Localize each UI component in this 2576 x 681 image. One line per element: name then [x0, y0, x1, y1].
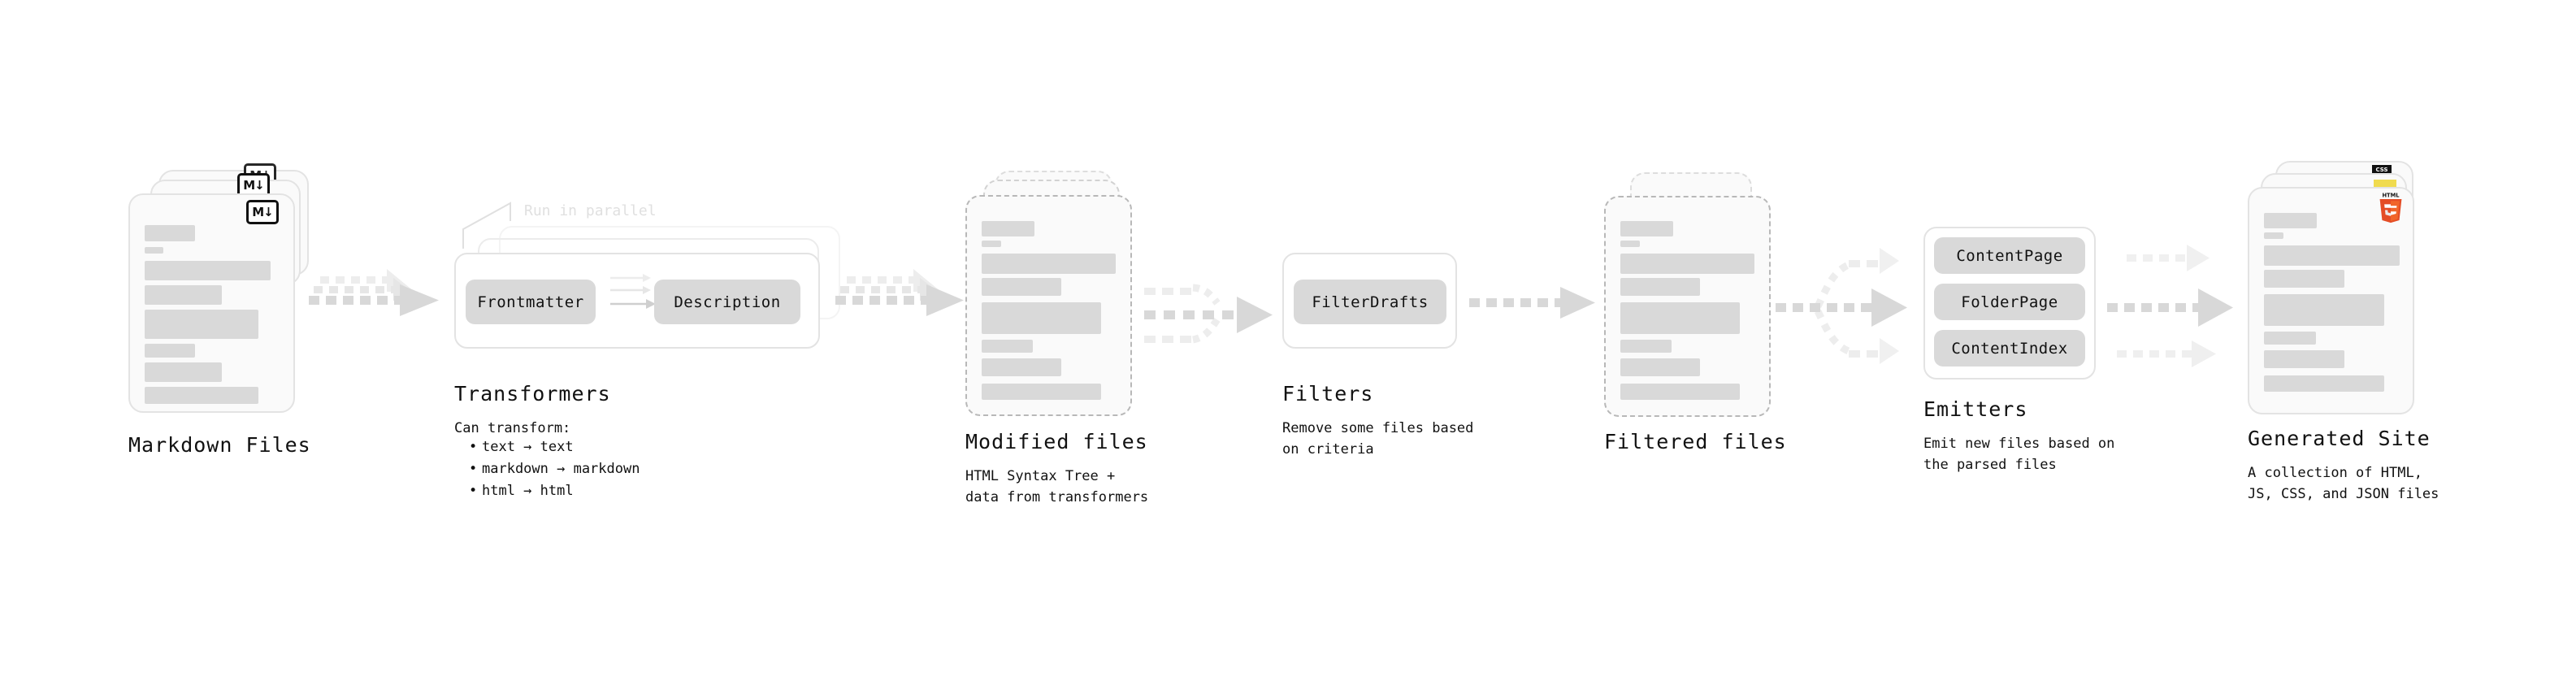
skeleton-bar: [145, 387, 258, 404]
arrow-filtered-to-emitters: [1776, 248, 1907, 364]
list-item: markdown → markdown: [469, 458, 640, 480]
arrow-modified-to-filters: [1144, 284, 1273, 344]
html5-icon: HTML: [2379, 192, 2402, 223]
skeleton-bar: [2264, 375, 2384, 392]
skeleton-bar: [1620, 302, 1740, 334]
markdown-icon: M↓: [246, 200, 279, 224]
skeleton-bar: [145, 285, 222, 305]
transformers-bullet-list: text → text markdown → markdown html → h…: [467, 436, 640, 503]
run-in-parallel-bracket: [462, 202, 511, 249]
skeleton-bar: [982, 254, 1116, 274]
transformers-title: Transformers: [454, 382, 611, 406]
skeleton-bar: [1620, 358, 1700, 376]
skeleton-bar: [2264, 350, 2344, 368]
skeleton-bar: [982, 241, 1001, 247]
modified-files-title: Modified files: [965, 430, 1148, 453]
skeleton-bar: [1620, 278, 1700, 296]
arrow-filters-to-filtered: [1469, 287, 1595, 319]
skeleton-bar: [982, 302, 1101, 334]
svg-text:CSS: CSS: [2375, 167, 2387, 173]
filters-subtitle: Remove some files based on criteria: [1282, 420, 1474, 458]
list-item: html → html: [469, 480, 640, 502]
skeleton-bar: [145, 225, 195, 241]
emitters-title: Emitters: [1923, 397, 2028, 421]
skeleton-bar: [145, 247, 163, 254]
chip-filterdrafts[interactable]: FilterDrafts: [1294, 280, 1446, 324]
modified-files-subtitle: HTML Syntax Tree + data from transformer…: [965, 468, 1149, 506]
skeleton-bar: [1620, 221, 1673, 236]
svg-text:HTML: HTML: [2382, 192, 2400, 198]
emitters-subtitle: Emit new files based on the parsed files: [1923, 436, 2115, 474]
skeleton-bar: [2264, 332, 2316, 345]
generated-site-subtitle: A collection of HTML, JS, CSS, and JSON …: [2248, 465, 2439, 503]
generated-site-title: Generated Site: [2248, 427, 2431, 450]
skeleton-bar: [145, 362, 222, 382]
chip-description[interactable]: Description: [654, 280, 800, 324]
filtered-files-title: Filtered files: [1604, 430, 1787, 453]
skeleton-bar: [145, 310, 258, 339]
arrow-emitters-to-site: [2107, 245, 2233, 367]
skeleton-bar: [2264, 213, 2317, 228]
skeleton-bar: [1620, 384, 1740, 400]
skeleton-bar: [2264, 270, 2344, 288]
skeleton-bar: [982, 358, 1061, 376]
run-in-parallel-label: Run in parallel: [524, 202, 657, 219]
skeleton-bar: [2264, 294, 2384, 326]
arrow-markdown-to-transformers: [309, 269, 439, 316]
skeleton-bar: [2264, 232, 2283, 239]
skeleton-bar: [1620, 340, 1672, 353]
chip-folderpage[interactable]: FolderPage: [1934, 284, 2085, 320]
skeleton-bar: [145, 261, 271, 280]
chip-contentindex[interactable]: ContentIndex: [1934, 330, 2085, 367]
transformers-subtitle-heading: Can transform:: [454, 420, 571, 436]
skeleton-bar: [982, 340, 1033, 353]
skeleton-bar: [2264, 245, 2400, 266]
skeleton-bar: [1620, 241, 1640, 247]
filters-title: Filters: [1282, 382, 1374, 406]
chip-frontmatter[interactable]: Frontmatter: [466, 280, 596, 324]
transformer-inner-arrows: [610, 274, 656, 309]
skeleton-bar: [1620, 254, 1754, 274]
arrow-transformers-to-modified: [835, 269, 964, 316]
chip-contentpage[interactable]: ContentPage: [1934, 237, 2085, 274]
skeleton-bar: [145, 344, 195, 358]
markdown-files-title: Markdown Files: [128, 433, 311, 457]
skeleton-bar: [982, 278, 1061, 296]
skeleton-bar: [982, 384, 1101, 400]
skeleton-bar: [982, 221, 1034, 236]
list-item: text → text: [469, 436, 640, 458]
